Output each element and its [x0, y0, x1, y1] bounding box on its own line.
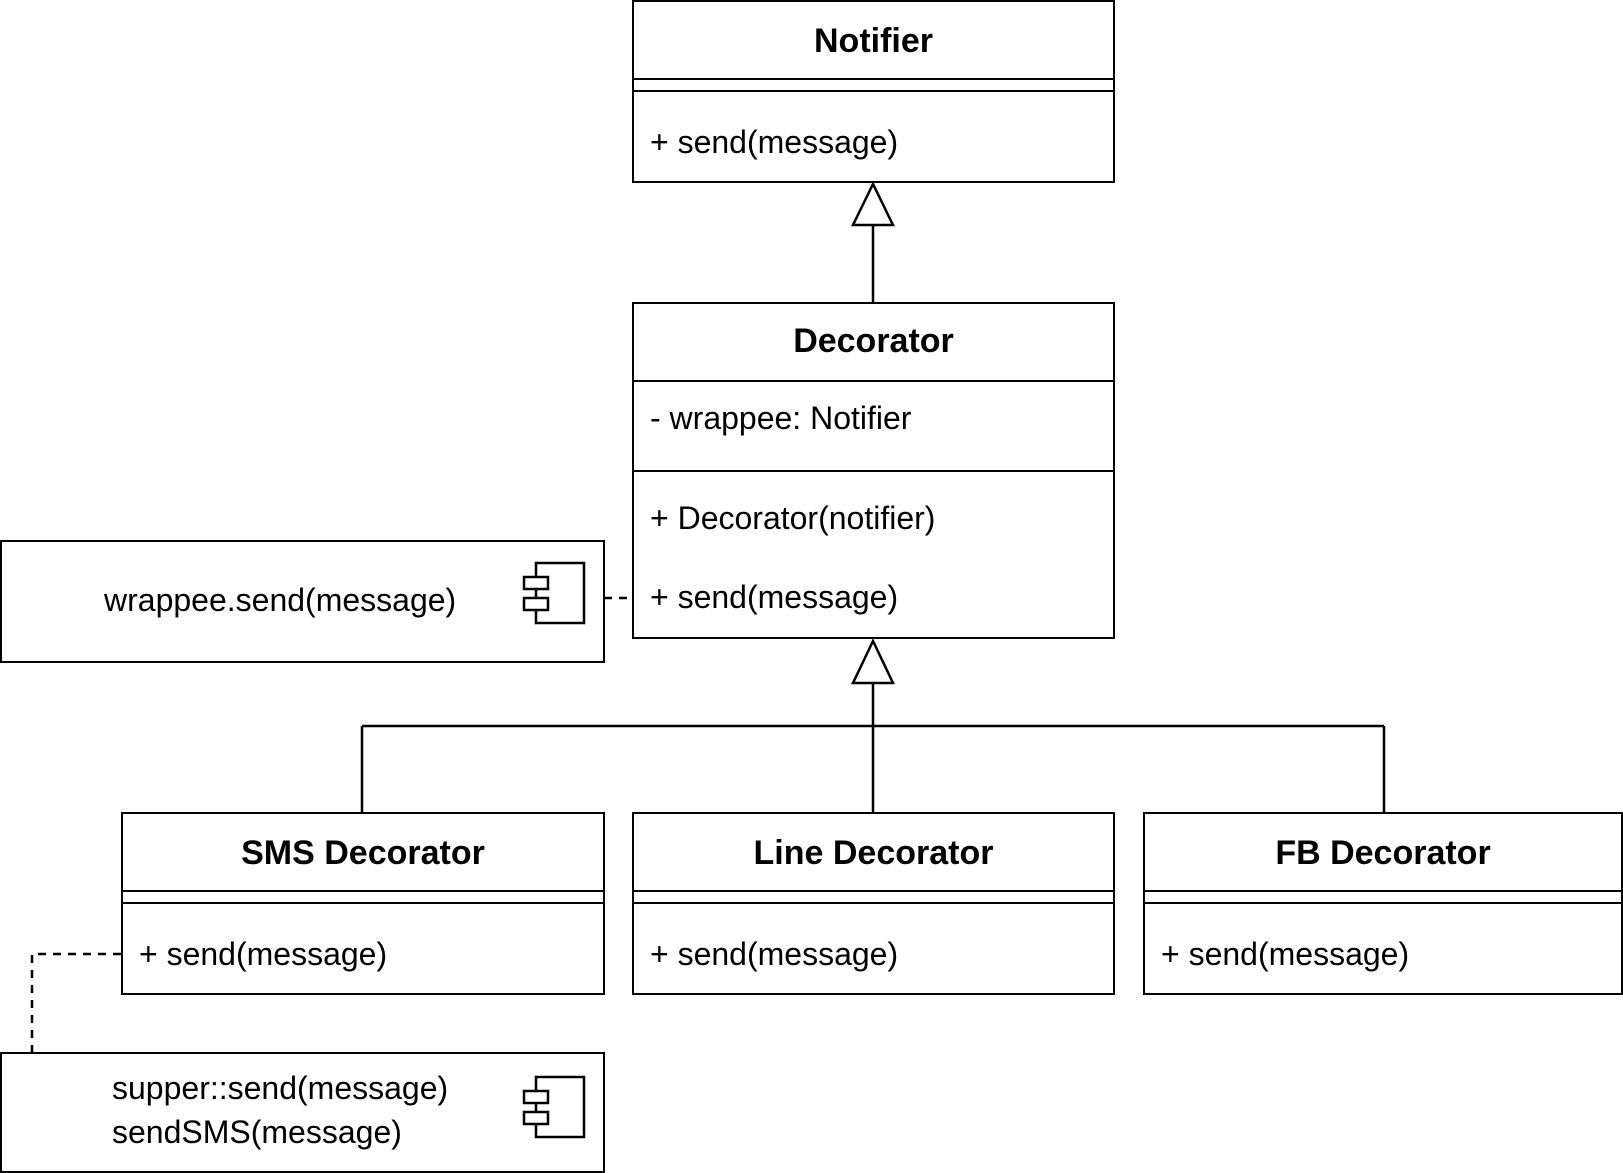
generalization-arrowhead-notifier: [850, 181, 896, 227]
note-sms-send-line-2: sendSMS(message): [112, 1114, 402, 1150]
class-decorator[interactable]: Decorator - wrappee: Notifier + Decorato…: [632, 302, 1115, 639]
class-sms-decorator-method-send: + send(message): [139, 936, 388, 972]
class-notifier-divider-2: [634, 90, 1113, 92]
class-line-decorator[interactable]: Line Decorator + send(message): [632, 812, 1115, 995]
note-sms-send-line-1: supper::send(message): [112, 1070, 449, 1106]
class-decorator-method-constructor: + Decorator(notifier): [650, 500, 936, 536]
class-sms-decorator-name: SMS Decorator: [241, 834, 485, 872]
class-sms-decorator-divider-1: [123, 890, 603, 892]
note-link-sms-send: [30, 952, 121, 1052]
class-decorator-name: Decorator: [793, 322, 954, 360]
class-fb-decorator-name: FB Decorator: [1275, 834, 1491, 872]
class-notifier[interactable]: Notifier + send(message): [632, 0, 1115, 183]
class-line-decorator-divider-2: [634, 902, 1113, 904]
class-sms-decorator[interactable]: SMS Decorator + send(message): [121, 812, 605, 995]
component-icon: [522, 1075, 586, 1139]
class-fb-decorator-divider-1: [1145, 890, 1621, 892]
class-line-decorator-method-send: + send(message): [650, 936, 899, 972]
class-fb-decorator-divider-2: [1145, 902, 1621, 904]
class-decorator-divider-1: [634, 380, 1113, 382]
note-decorator-send-text: wrappee.send(message): [104, 582, 457, 618]
class-sms-decorator-divider-2: [123, 902, 603, 904]
class-notifier-divider-1: [634, 78, 1113, 80]
note-sms-send[interactable]: supper::send(message) sendSMS(message): [0, 1052, 605, 1173]
class-fb-decorator[interactable]: FB Decorator + send(message): [1143, 812, 1623, 995]
class-decorator-attribute-wrappee: - wrappee: Notifier: [650, 400, 912, 436]
class-line-decorator-name: Line Decorator: [753, 834, 994, 872]
generalization-arrowhead-decorator: [851, 638, 895, 685]
class-decorator-method-send: + send(message): [650, 579, 899, 615]
note-decorator-send[interactable]: wrappee.send(message): [0, 540, 605, 663]
class-fb-decorator-method-send: + send(message): [1161, 936, 1410, 972]
class-notifier-method-send: + send(message): [650, 124, 899, 160]
class-decorator-divider-2: [634, 470, 1113, 472]
class-notifier-name: Notifier: [814, 22, 933, 60]
class-line-decorator-divider-1: [634, 890, 1113, 892]
component-icon: [522, 561, 586, 625]
